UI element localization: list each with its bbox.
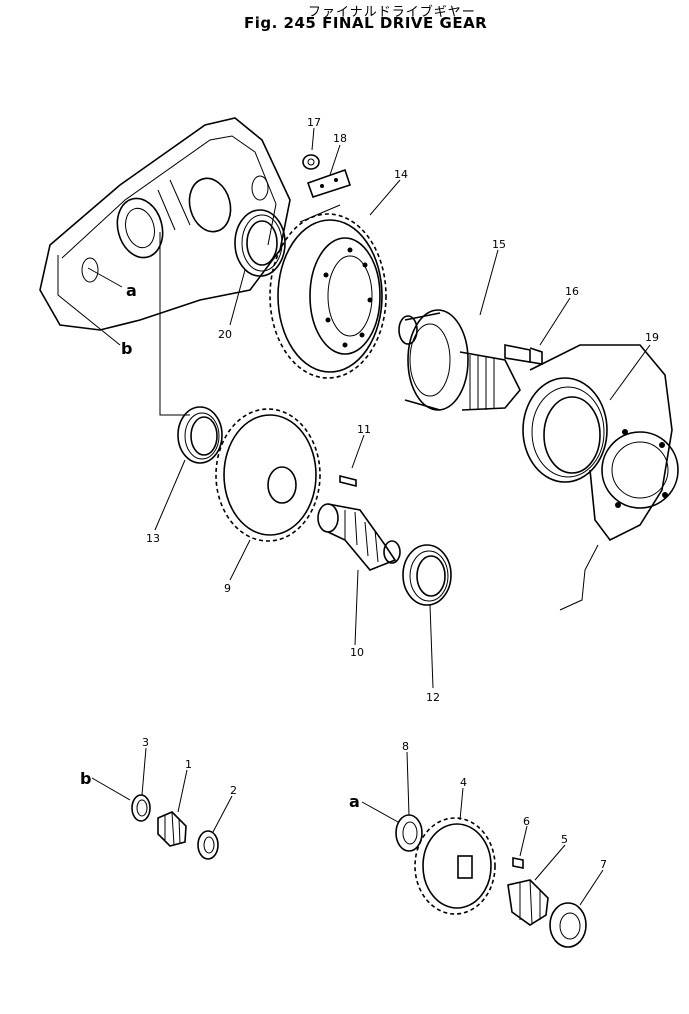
pinion-1 xyxy=(157,811,187,847)
part-label-18: 18 xyxy=(333,132,347,145)
figure-title: Fig. 245 FINAL DRIVE GEAR xyxy=(244,14,488,32)
gear-9 xyxy=(215,408,321,542)
bearing-20 xyxy=(234,209,286,277)
part-label-19: 19 xyxy=(645,331,659,344)
ref-letter-a-top: a xyxy=(126,281,137,300)
part-label-7: 7 xyxy=(600,858,607,871)
part-label-9: 9 xyxy=(224,582,231,595)
title-japanese: ファイナルドライブギヤー xyxy=(308,5,476,20)
part-label-5: 5 xyxy=(561,833,568,846)
ref-letter-b-top: b xyxy=(121,339,132,358)
bearing-19 xyxy=(522,377,608,483)
part-label-20: 20 xyxy=(218,328,232,341)
bearing-13 xyxy=(177,406,223,464)
part-label-11: 11 xyxy=(357,423,371,436)
gear-4 xyxy=(414,817,496,915)
right-housing xyxy=(529,344,679,611)
bearing-7 xyxy=(549,902,587,948)
part-label-15: 15 xyxy=(492,238,506,251)
part-label-17: 17 xyxy=(307,116,321,129)
part-label-14: 14 xyxy=(394,168,408,181)
plate-guide-line xyxy=(299,204,341,223)
part-label-16: 16 xyxy=(565,285,579,298)
pinion-shaft-10 xyxy=(317,503,401,571)
lock-plate-18 xyxy=(306,168,352,199)
bearing-8 xyxy=(395,814,423,852)
part-label-3: 3 xyxy=(142,736,149,749)
nut-17 xyxy=(302,154,320,170)
key-6 xyxy=(512,857,524,869)
key-11 xyxy=(339,474,357,488)
ref-letter-a-bottom: a xyxy=(349,792,360,811)
part-label-2: 2 xyxy=(230,784,237,797)
part-label-1: 1 xyxy=(185,758,192,771)
bearing-12 xyxy=(402,544,452,606)
part-label-8: 8 xyxy=(402,740,409,753)
gear-14 xyxy=(269,213,387,379)
hub-15 xyxy=(398,309,521,411)
part-label-12: 12 xyxy=(426,691,440,704)
part-label-4: 4 xyxy=(460,776,467,789)
pinion-5 xyxy=(507,879,549,926)
bearing-2 xyxy=(197,830,219,860)
part-labels: 17 18 14 15 16 19 20 11 13 9 10 12 3 1 2… xyxy=(80,116,659,871)
left-housing xyxy=(39,117,291,331)
bearing-3 xyxy=(131,794,151,822)
ref-letter-b-bottom: b xyxy=(80,769,91,788)
part-label-6: 6 xyxy=(523,815,530,828)
part-label-13: 13 xyxy=(146,532,160,545)
leader-lines xyxy=(57,127,651,906)
part-label-10: 10 xyxy=(350,646,364,659)
bolt-16 xyxy=(504,344,543,365)
